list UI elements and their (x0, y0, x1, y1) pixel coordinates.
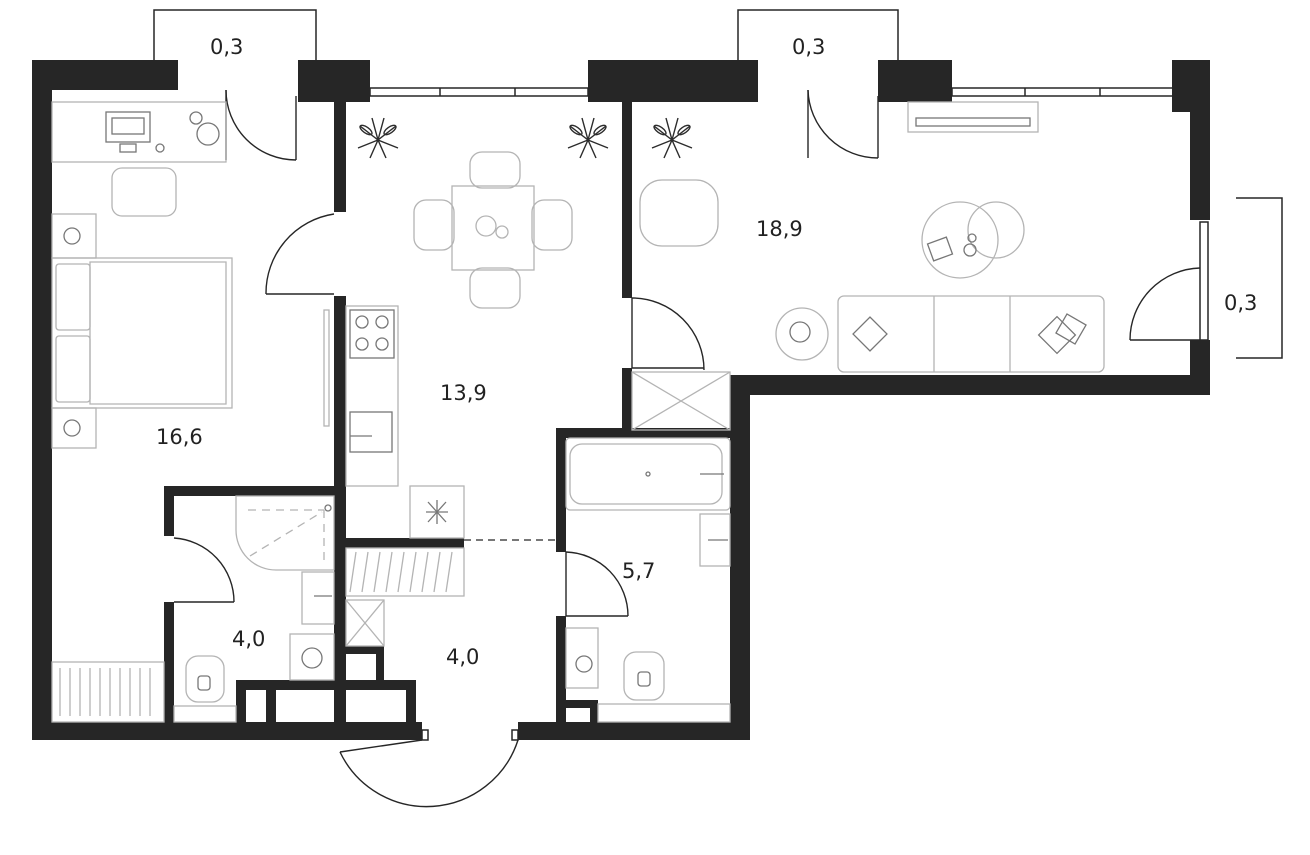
walls (32, 60, 1210, 740)
bedroom-area: 16,6 (156, 425, 203, 449)
bathroom-right-area: 5,7 (622, 559, 655, 583)
doors (173, 89, 1201, 808)
balcony-right-area: 0,3 (1224, 291, 1257, 315)
kitchen-area: 13,9 (440, 381, 487, 405)
plant-icons (357, 117, 693, 159)
bathroom-right-fixtures (565, 437, 731, 723)
balcony-left-area: 0,3 (210, 35, 243, 59)
area-labels: 0,3 0,3 0,3 16,6 13,9 18,9 4,0 4,0 5,7 (156, 35, 1257, 669)
kitchen-furniture (345, 151, 573, 539)
bathroom-left-area: 4,0 (232, 627, 265, 651)
balconies (153, 9, 1283, 359)
living-room-area: 18,9 (756, 217, 803, 241)
windows (369, 87, 1209, 341)
balcony-middle-area: 0,3 (792, 35, 825, 59)
bathroom-left-fixtures (173, 495, 335, 723)
living-furniture (631, 101, 1105, 431)
bedroom-furniture (51, 101, 330, 723)
hallway-area: 4,0 (446, 645, 479, 669)
hallway-fixtures (345, 547, 465, 647)
